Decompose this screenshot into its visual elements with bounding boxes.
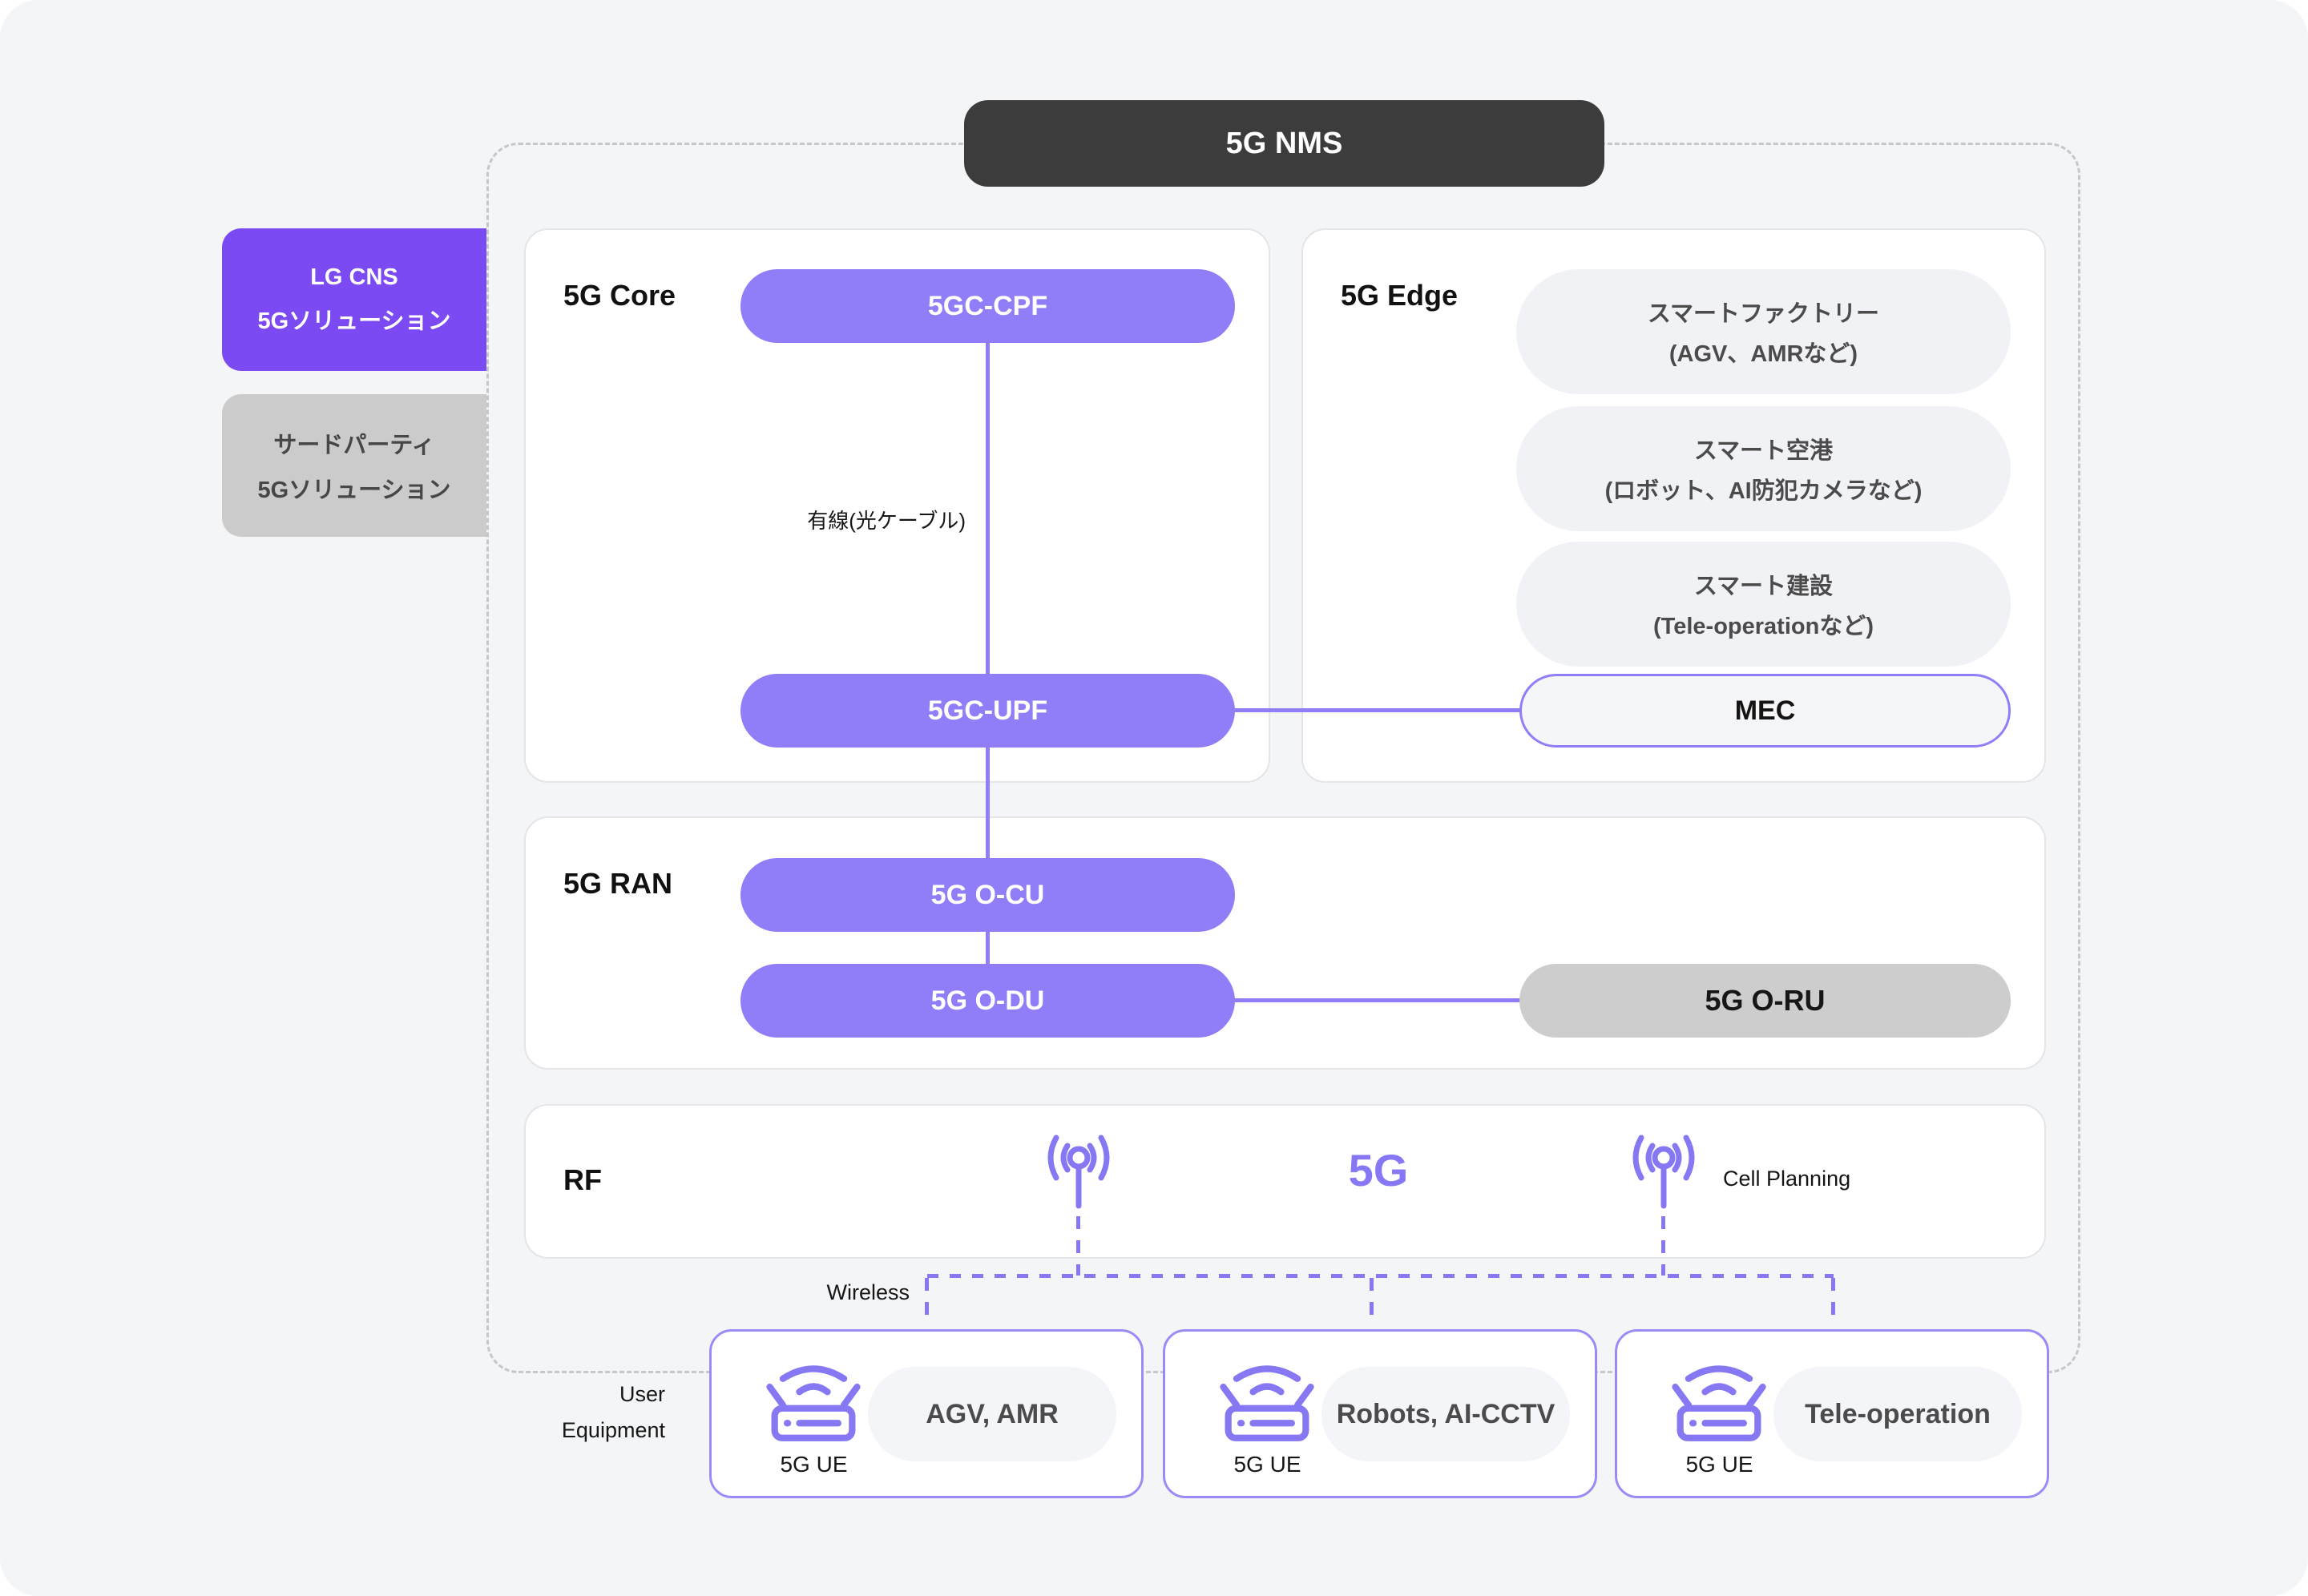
user-equipment-caption: User Equipment (433, 1376, 665, 1448)
ue-box-robots-ai-cctv: 5G UE Robots, AI-CCTV (1163, 1329, 1597, 1498)
ue-usecase-pill: AGV, AMR (868, 1367, 1116, 1461)
connector-odu-oru (1230, 998, 1523, 1002)
edge-section-label: 5G Edge (1341, 279, 1459, 312)
ue-usecase-pill-label: Tele-operation (1805, 1398, 1991, 1429)
node-5g-oru: 5G O-RU (1519, 964, 2011, 1038)
node-mec: MEC (1519, 674, 2011, 748)
tab-lgcns-line2: 5Gソリューション (257, 308, 451, 334)
5g-ue-router-icon (766, 1365, 861, 1441)
nms-header: 5G NMS (964, 100, 1604, 187)
wireless-riser-right (1661, 1216, 1665, 1276)
node-5gc-upf-label: 5GC-UPF (927, 695, 1048, 726)
connector-cpf-upf-ocu (986, 337, 990, 865)
cell-planning-label: Cell Planning (1723, 1167, 1851, 1191)
ue-device-label: 5G UE (1233, 1452, 1301, 1477)
edge-usecase-1-line1: スマートファクトリー (1647, 301, 1880, 327)
connector-ocu-odu (986, 925, 990, 969)
cell-antenna-icon (1632, 1135, 1695, 1209)
ue-usecase-pill-label: AGV, AMR (926, 1398, 1059, 1429)
rf-section-label: RF (563, 1163, 602, 1196)
ran-section-label: 5G RAN (563, 867, 673, 900)
wireless-label: Wireless (826, 1280, 910, 1304)
wireless-drop-ue3 (1831, 1278, 1835, 1326)
edge-usecase-1-line2: (AGV、AMRなど) (1668, 341, 1858, 367)
user-equipment-caption-line1: User (619, 1382, 665, 1406)
edge-usecase-smart-construction: スマート建設 (Tele-operationなど) (1516, 542, 2011, 667)
edge-usecase-2-line2: (ロボット、AI防犯カメラなど) (1604, 478, 1923, 504)
node-5g-odu: 5G O-DU (740, 964, 1235, 1038)
node-mec-label: MEC (1734, 695, 1796, 726)
edge-usecase-2-line1: スマート空港 (1693, 438, 1834, 464)
tab-third-party-solution[interactable]: サードパーティ 5Gソリューション (222, 394, 486, 537)
ue-device-label: 5G UE (780, 1452, 848, 1477)
rf-section-box (524, 1104, 2046, 1259)
tab-third-line1: サードパーティ (273, 433, 435, 458)
5g-ue-router-icon (1672, 1365, 1766, 1441)
ue-box-agv-amr: 5G UE AGV, AMR (709, 1329, 1144, 1498)
node-5g-odu-label: 5G O-DU (930, 985, 1045, 1016)
wireless-drop-ue1 (925, 1278, 929, 1326)
edge-usecase-3-line1: スマート建設 (1693, 574, 1834, 599)
ue-usecase-pill-label: Robots, AI-CCTV (1336, 1398, 1555, 1429)
node-5gc-cpf-label: 5GC-CPF (927, 290, 1048, 321)
node-5gc-upf: 5GC-UPF (740, 674, 1235, 748)
node-5g-oru-label: 5G O-RU (1705, 984, 1826, 1017)
edge-usecase-smart-airport: スマート空港 (ロボット、AI防犯カメラなど) (1516, 406, 2011, 531)
5g-ue-router-icon (1220, 1365, 1314, 1441)
connector-upf-mec (1230, 708, 1523, 712)
node-5gc-cpf: 5GC-CPF (740, 269, 1235, 343)
nms-label: 5G NMS (1225, 126, 1343, 160)
user-equipment-caption-line2: Equipment (561, 1417, 665, 1442)
tab-lgcns-solution[interactable]: LG CNS 5Gソリューション (222, 228, 486, 371)
tab-third-line2: 5Gソリューション (257, 478, 451, 503)
ue-usecase-pill: Tele-operation (1773, 1367, 2022, 1461)
node-5g-ocu: 5G O-CU (740, 858, 1235, 932)
wireless-air-link (927, 1274, 1834, 1278)
wired-cable-label: 有線(光ケーブル) (807, 509, 966, 533)
wireless-riser-left (1076, 1216, 1080, 1276)
wireless-drop-ue2 (1370, 1278, 1374, 1326)
ue-box-tele-operation: 5G UE Tele-operation (1615, 1329, 2049, 1498)
ue-device-label: 5G UE (1685, 1452, 1753, 1477)
tab-lgcns-line1: LG CNS (310, 264, 398, 290)
air-interface-5g-label: 5G (1348, 1145, 1409, 1195)
core-section-label: 5G Core (563, 279, 676, 312)
edge-usecase-smart-factory: スマートファクトリー (AGV、AMRなど) (1516, 269, 2011, 394)
node-5g-ocu-label: 5G O-CU (930, 879, 1045, 910)
ue-usecase-pill: Robots, AI-CCTV (1321, 1367, 1570, 1461)
cell-antenna-icon (1047, 1135, 1110, 1209)
edge-usecase-3-line2: (Tele-operationなど) (1653, 614, 1874, 639)
